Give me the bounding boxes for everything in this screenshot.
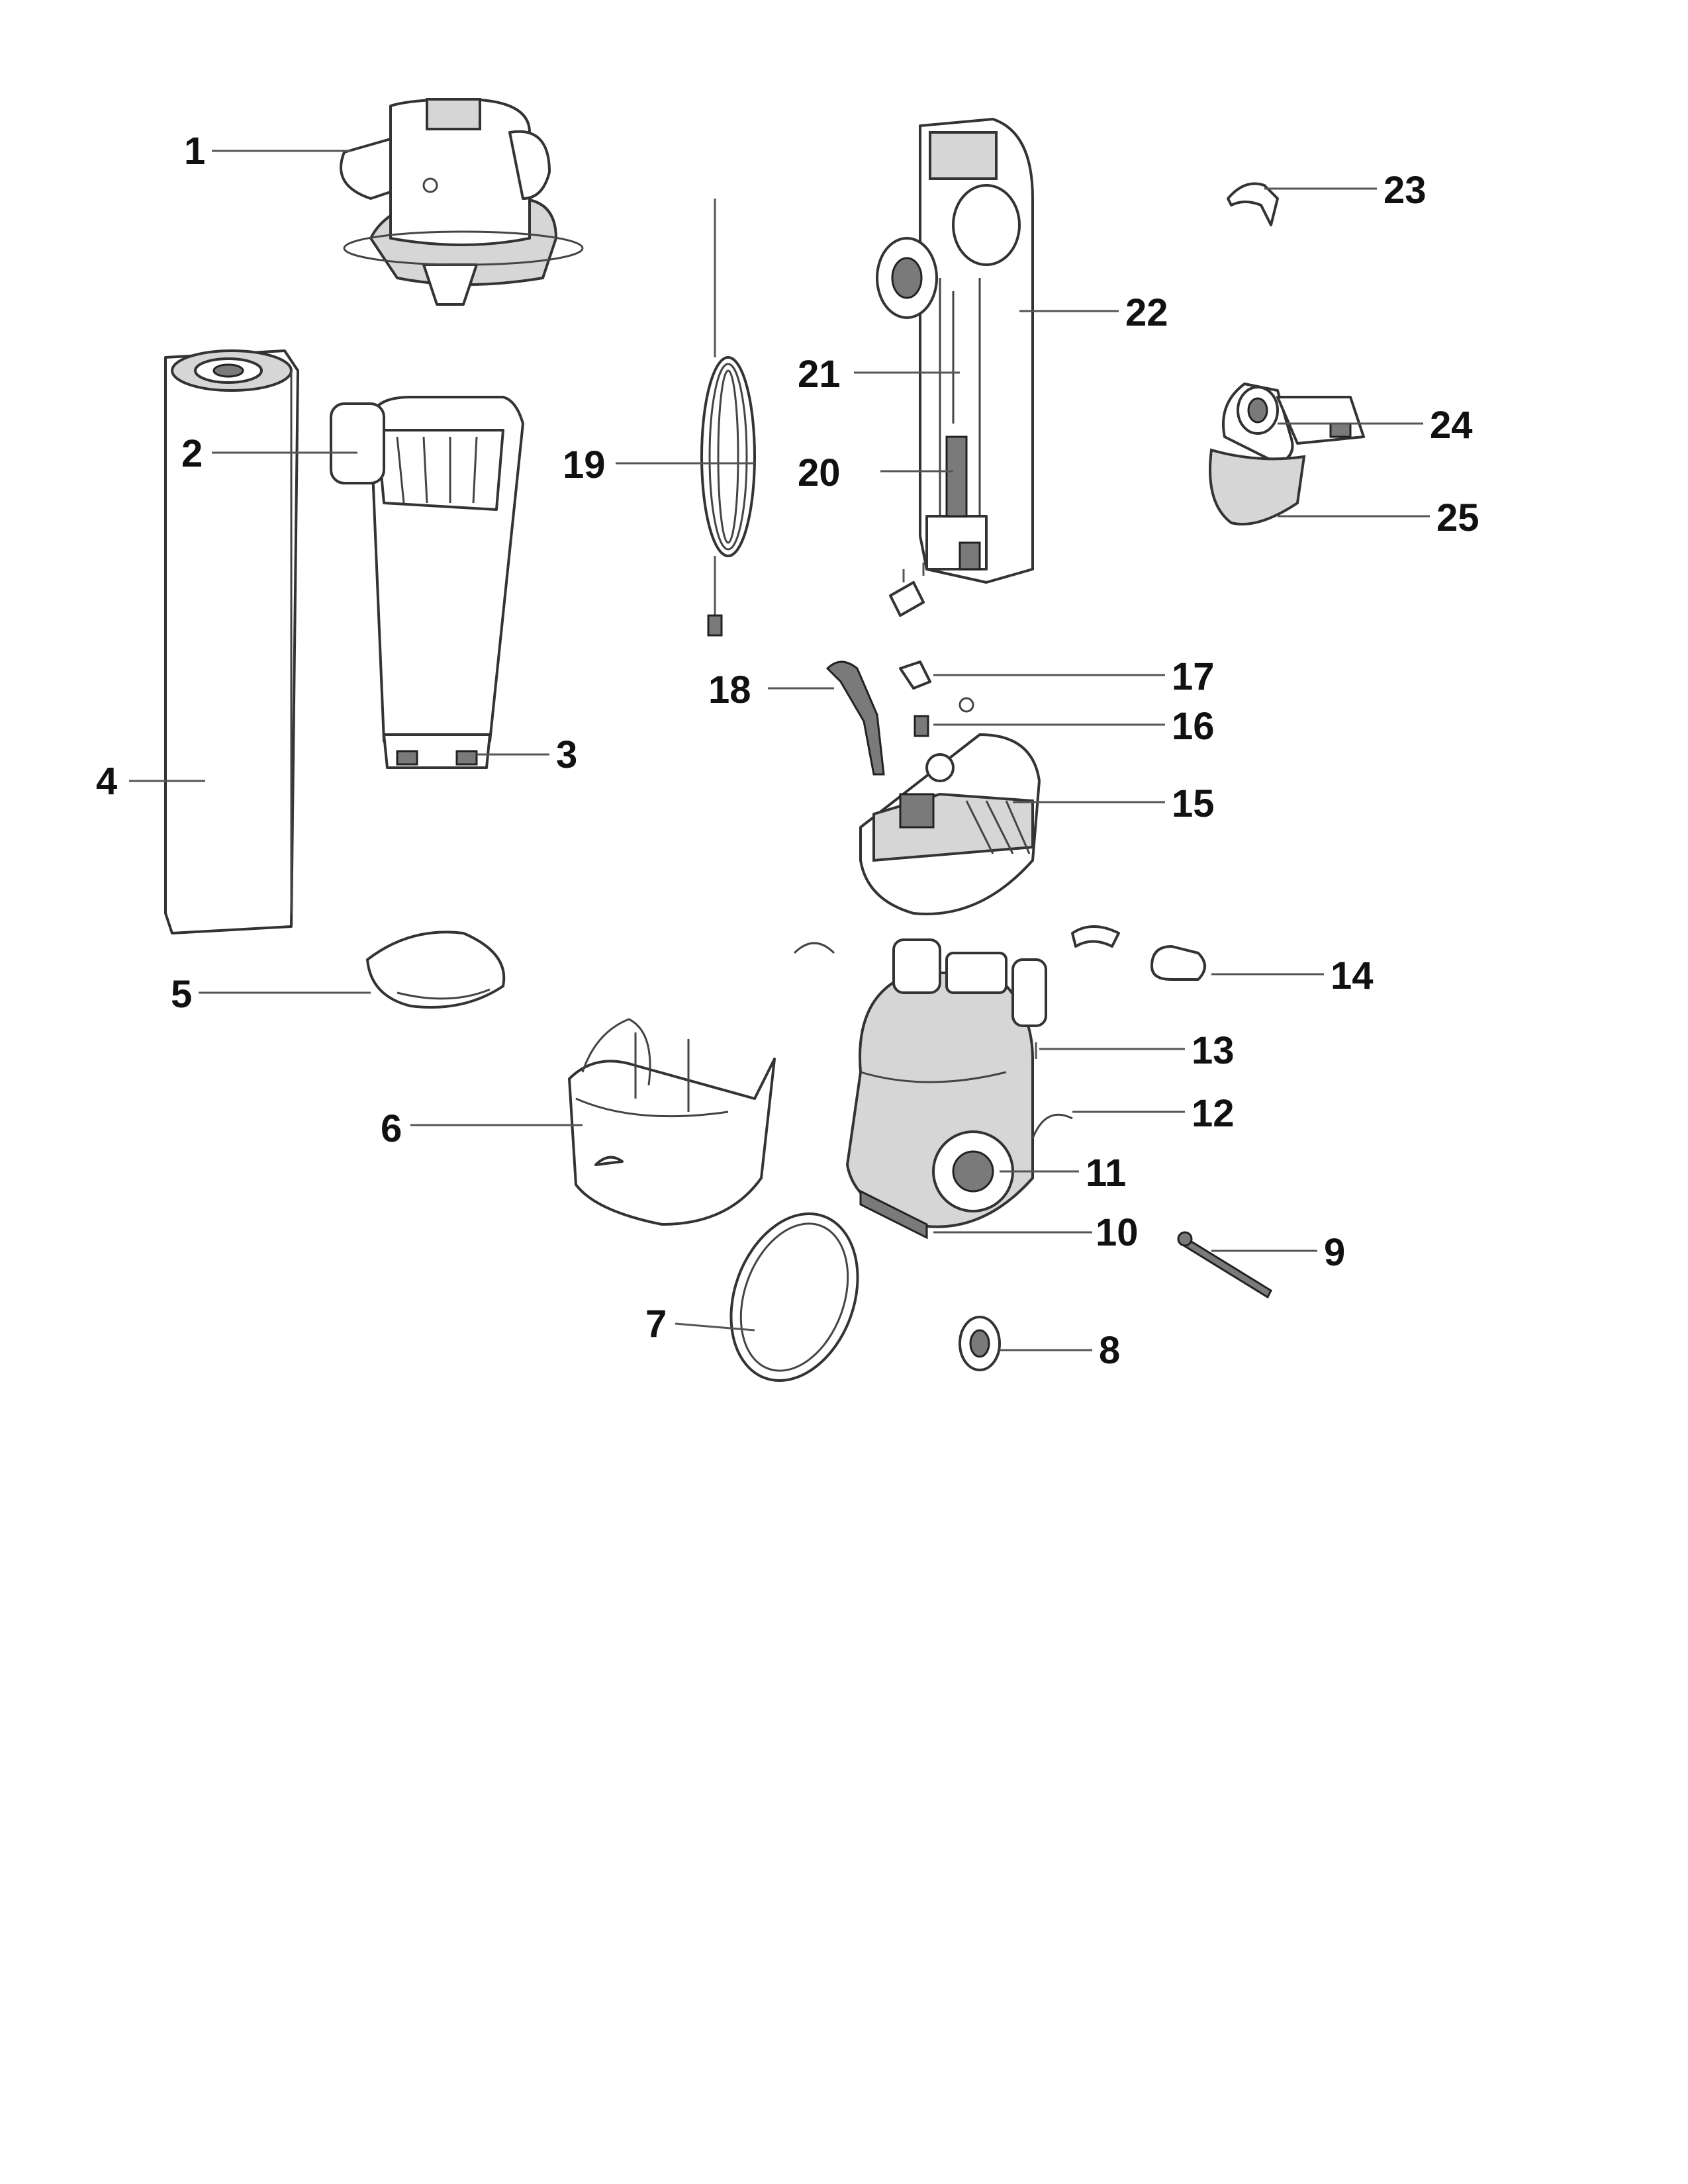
part-17-button xyxy=(899,660,974,713)
part-16-17-small-parts xyxy=(889,563,925,617)
part-15-lower-housing xyxy=(859,733,1041,915)
part-16-spring xyxy=(914,715,929,737)
part-14-clip xyxy=(793,925,1206,981)
leader-7 xyxy=(675,1322,755,1332)
callout-8: 8 xyxy=(1099,1329,1120,1372)
callout-1: 1 xyxy=(184,130,205,173)
callout-15: 15 xyxy=(1172,782,1215,825)
part-23-clip xyxy=(1227,182,1279,226)
part-20-21-inner-parts xyxy=(945,291,968,518)
part-2-3-dirt-cup xyxy=(330,396,524,769)
callout-18: 18 xyxy=(708,668,751,711)
callout-10: 10 xyxy=(1096,1211,1139,1254)
callout-25: 25 xyxy=(1436,496,1479,539)
part-10-11-motor-assembly xyxy=(845,938,1047,1240)
callout-7: 7 xyxy=(645,1302,667,1345)
part-6-housing-cover xyxy=(568,1018,776,1226)
part-7-gasket-ring xyxy=(729,1212,859,1382)
part-19-power-cord xyxy=(700,199,756,637)
callout-19: 19 xyxy=(563,443,606,486)
leader-lines xyxy=(129,150,1430,1351)
callout-4: 4 xyxy=(96,760,117,803)
callout-9: 9 xyxy=(1324,1231,1345,1274)
callout-13: 13 xyxy=(1192,1029,1235,1072)
part-1-dirt-cup-lid xyxy=(340,98,584,306)
part-24-25-nozzle xyxy=(1209,383,1365,525)
callout-14: 14 xyxy=(1331,954,1374,997)
callout-labels: 1 2 3 4 5 6 7 8 9 10 11 12 13 14 15 16 1… xyxy=(96,130,1479,1372)
part-5-pre-motor-filter xyxy=(366,931,506,1009)
callout-22: 22 xyxy=(1125,291,1168,334)
part-4-filter xyxy=(164,349,299,934)
part-8-wheel xyxy=(959,1316,1001,1371)
part-9-pin xyxy=(1177,1231,1272,1299)
callout-5: 5 xyxy=(171,973,192,1016)
callout-11: 11 xyxy=(1086,1152,1126,1195)
callout-23: 23 xyxy=(1383,169,1427,212)
part-12-clip xyxy=(1031,1113,1073,1139)
callout-3: 3 xyxy=(556,733,577,776)
callout-16: 16 xyxy=(1172,705,1215,748)
callout-20: 20 xyxy=(798,451,841,494)
callout-6: 6 xyxy=(381,1107,402,1150)
callout-24: 24 xyxy=(1430,404,1473,447)
callout-12: 12 xyxy=(1192,1092,1235,1135)
callout-17: 17 xyxy=(1172,655,1215,698)
callout-2: 2 xyxy=(181,432,203,475)
callout-21: 21 xyxy=(798,353,841,396)
part-18-pedal xyxy=(825,660,885,776)
